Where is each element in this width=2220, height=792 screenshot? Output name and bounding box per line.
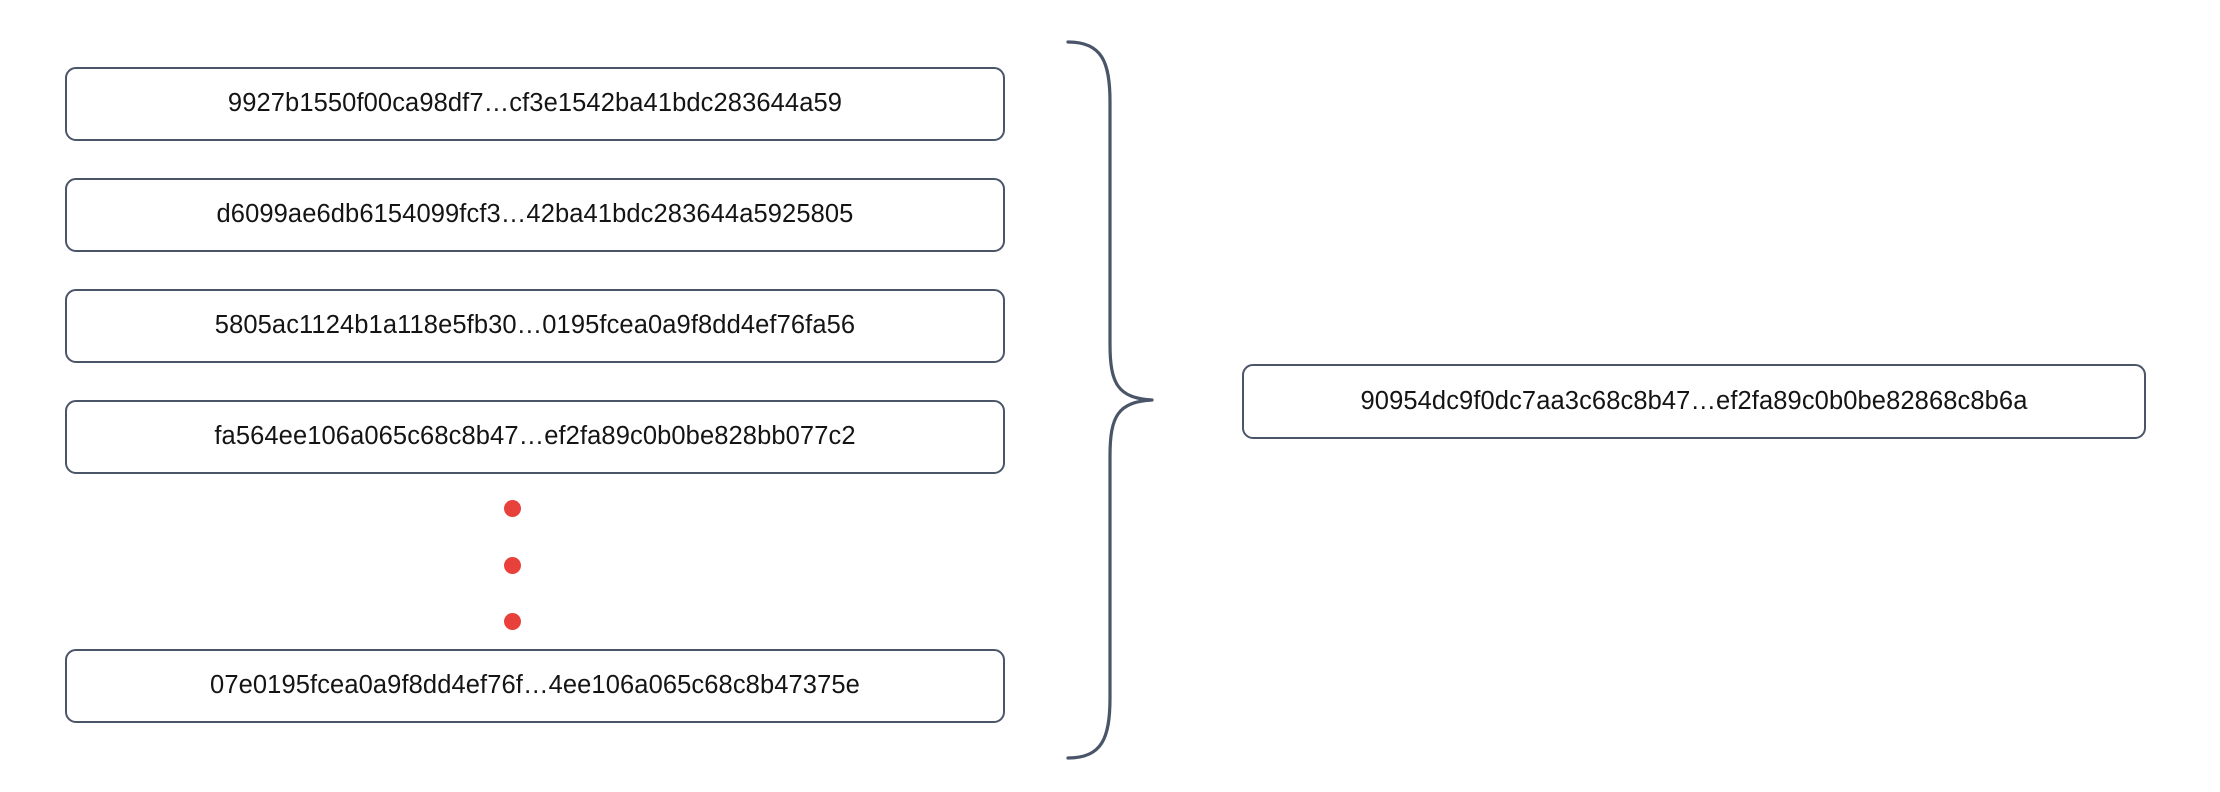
output-hash-text: 90954dc9f0dc7aa3c68c8b47…ef2fa89c0b0be82…: [1360, 386, 2028, 415]
input-hash-text-3: 5805ac1124b1a118e5fb30…0195fcea0a9f8dd4e…: [214, 311, 856, 340]
vertical-ellipsis-icon: [497, 500, 527, 630]
ellipsis-dot-2: [503, 556, 521, 574]
input-hash-text-5: 07e0195fcea0a9f8dd4ef76f…4ee106a065c68c8…: [210, 671, 860, 700]
input-hash-text-2: d6099ae6db6154099fcf3…42ba41bdc283644a59…: [216, 200, 854, 229]
input-hash-text-4: fa564ee106a065c68c8b47…ef2fa89c0b0be828b…: [214, 422, 856, 451]
input-hash-text-1: 9927b1550f00ca98df7…cf3e1542ba41bdc28364…: [227, 89, 843, 118]
output-hash-box[interactable]: 90954dc9f0dc7aa3c68c8b47…ef2fa89c0b0be82…: [1242, 364, 2146, 439]
input-hash-box-1[interactable]: 9927b1550f00ca98df7…cf3e1542ba41bdc28364…: [65, 67, 1005, 141]
input-hash-box-5[interactable]: 07e0195fcea0a9f8dd4ef76f…4ee106a065c68c8…: [65, 649, 1005, 723]
curly-brace-icon: [1055, 28, 1185, 764]
input-hash-box-4[interactable]: fa564ee106a065c68c8b47…ef2fa89c0b0be828b…: [65, 400, 1005, 474]
ellipsis-dot-1: [503, 500, 521, 517]
ellipsis-dot-3: [503, 613, 521, 630]
input-hash-box-2[interactable]: d6099ae6db6154099fcf3…42ba41bdc283644a59…: [65, 178, 1005, 252]
input-hash-box-3[interactable]: 5805ac1124b1a118e5fb30…0195fcea0a9f8dd4e…: [65, 289, 1005, 363]
